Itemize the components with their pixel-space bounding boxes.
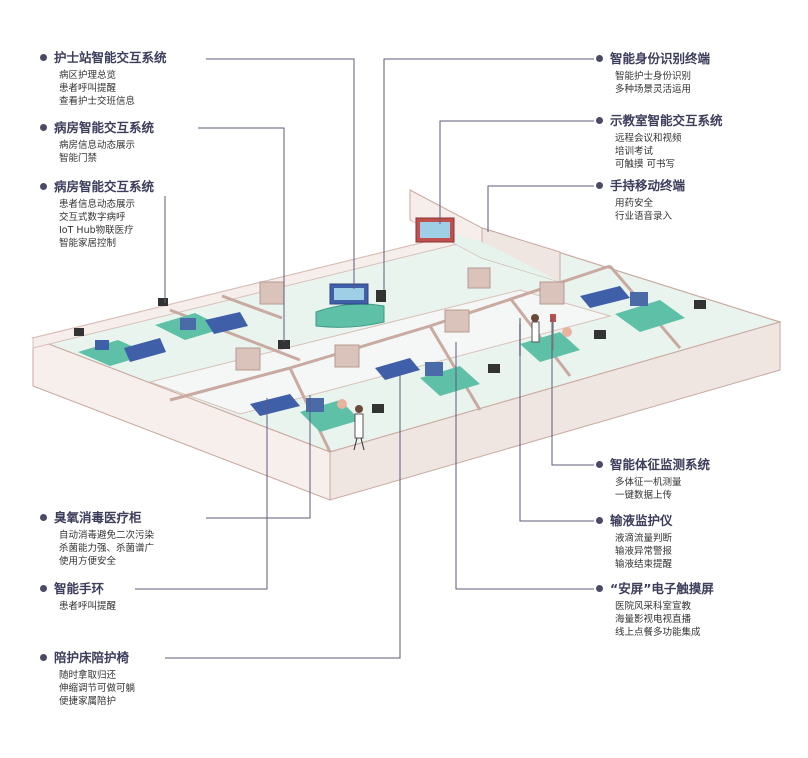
label-line: 使用方便安全: [59, 556, 117, 567]
door: [444, 309, 470, 333]
label-line: 液滴流量判断: [615, 533, 673, 544]
label-handheld-terminal: 手持移动终端 用药安全 行业语音录入: [596, 178, 685, 223]
leader-lines: [135, 58, 594, 659]
label-title: 智能身份识别终端: [610, 51, 711, 66]
label-escort-bed: 陪护床陪护椅 随时拿取归还 伸缩调节可做可躺 便捷家属陪护: [40, 650, 135, 708]
wall-front-right: [329, 321, 781, 501]
label-line: 培训考试: [615, 146, 654, 157]
label-smart-bracelet: 智能手环 患者呼叫提醒: [40, 581, 116, 613]
label-line: 输液结束提醒: [615, 559, 673, 570]
label-line: 可触摸 可书写: [615, 159, 676, 170]
label-line: 海量影视电视直播: [615, 614, 692, 625]
wall-terminal: [488, 364, 500, 373]
wall-terminal: [74, 328, 84, 336]
label-line: 智能门禁: [59, 153, 98, 164]
label-line: 智能护士身份识别: [615, 71, 692, 82]
partition: [169, 366, 291, 402]
wall-terminal: [372, 404, 384, 413]
label-title: 智能手环: [54, 581, 105, 596]
label-line: 患者呼叫提醒: [59, 83, 117, 94]
label-vital-signs: 智能体征监测系统 多体征一机测量 一键数据上传: [596, 457, 710, 502]
label-title: 智能体征监测系统: [610, 457, 711, 472]
door: [467, 267, 491, 289]
label-line: IoT Hub物联医疗: [59, 225, 134, 236]
label-line: 交互式数字病呼: [59, 212, 126, 223]
wall-terminal: [694, 300, 706, 309]
door: [539, 281, 565, 305]
bed: [124, 338, 166, 362]
partition: [289, 324, 431, 370]
iv-monitor: [550, 314, 556, 322]
bed: [205, 312, 248, 334]
label-line: 伸缩调节可做可躺: [59, 683, 136, 694]
label-id-terminal: 智能身份识别终端 智能护士身份识别 多种场景灵活运用: [596, 51, 710, 96]
label-line: 病房信息动态展示: [59, 140, 136, 151]
wall-terminal: [278, 340, 290, 349]
label-line: 线上点餐多功能集成: [615, 627, 701, 638]
label-ozone-cabinet: 臭氧消毒医疗柜 自动消毒避免二次污染 杀菌能力强、杀菌谱广 使用方便安全: [40, 510, 154, 568]
label-line: 查看护士交班信息: [59, 96, 136, 107]
label-title: 病房智能交互系统: [54, 120, 155, 135]
label-teaching-system: 示教室智能交互系统 远程会议和视频 培训考试 可触摸 可书写: [596, 113, 723, 171]
label-ward-system-2: 病房智能交互系统 患者信息动态展示 交互式数字病呼 IoT Hub物联医疗 智能…: [40, 179, 154, 250]
bed: [250, 394, 300, 416]
label-title: 臭氧消毒医疗柜: [54, 510, 142, 525]
corridor: [148, 289, 612, 415]
label-line: 杀菌能力强、杀菌谱广: [59, 543, 155, 554]
label-line: 病区护理总览: [59, 70, 117, 81]
teaching-screen: [415, 217, 455, 243]
id-terminal: [376, 290, 386, 302]
bed: [615, 292, 685, 332]
label-title: 输液监护仪: [610, 513, 673, 528]
bed: [420, 362, 480, 396]
wall-terminal: [594, 330, 606, 339]
door: [259, 281, 285, 305]
label-title: “安屏”电子触摸屏: [610, 581, 714, 596]
label-infusion-monitor: 输液监护仪 液滴流量判断 输液异常警报 输液结束提醒: [596, 513, 673, 571]
label-line: 多体征一机测量: [615, 477, 682, 488]
partition: [508, 297, 572, 377]
doctor-figure: [353, 405, 365, 451]
label-line: 患者信息动态展示: [59, 199, 136, 210]
nurse-station: [315, 283, 385, 328]
label-title: 示教室智能交互系统: [610, 113, 723, 128]
door: [235, 347, 261, 371]
label-line: 便捷家属陪护: [59, 696, 117, 707]
label-line: 输液异常警报: [615, 546, 673, 557]
wall-terminal: [158, 298, 168, 306]
label-line: 医院风采科室宣教: [615, 601, 692, 612]
label-line: 用药安全: [615, 198, 654, 209]
doctor-figure: [531, 314, 540, 343]
label-nurse-station: 护士站智能交互系统 病区护理总览 患者呼叫提醒 查看护士交班信息: [40, 50, 167, 108]
label-touch-screen: “安屏”电子触摸屏 医院风采科室宣教 海量影视电视直播 线上点餐多功能集成: [596, 581, 714, 639]
label-ward-system-1: 病房智能交互系统 病房信息动态展示 智能门禁: [40, 120, 154, 165]
bed: [580, 286, 630, 308]
label-title: 病房智能交互系统: [54, 179, 155, 194]
label-line: 一键数据上传: [615, 490, 673, 501]
label-title: 陪护床陪护椅: [54, 650, 130, 665]
label-line: 远程会议和视频: [615, 133, 682, 144]
label-line: 随时拿取归还: [59, 670, 117, 681]
label-line: 自动消毒避免二次污染: [59, 530, 155, 541]
patient-figure: [337, 327, 572, 409]
bed: [375, 358, 420, 380]
label-title: 手持移动终端: [610, 178, 686, 193]
partition: [221, 294, 283, 320]
label-line: 智能家居控制: [59, 238, 117, 249]
door: [334, 344, 360, 368]
label-line: 行业语音录入: [615, 211, 673, 222]
label-line: 多种场景灵活运用: [615, 84, 692, 95]
label-title: 护士站智能交互系统: [54, 50, 167, 65]
label-line: 患者呼叫提醒: [59, 601, 117, 612]
